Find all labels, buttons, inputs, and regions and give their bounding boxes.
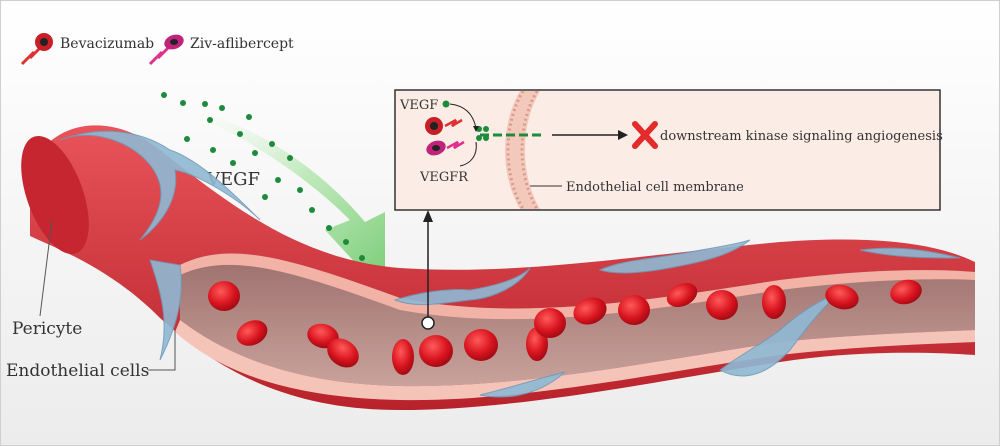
endothelial-pointer [148,330,176,371]
rbc [208,281,240,311]
membrane-inner [520,90,539,210]
inset-box [394,89,941,211]
vegfr-dot [483,135,489,141]
inset-vegfr-label: VEGFR [419,170,469,185]
membrane-outer [506,90,525,210]
rbc [762,285,786,319]
signal-arrowhead [618,130,628,140]
rbc [327,338,359,368]
rbc [573,297,607,325]
zoom-origin-marker [421,316,435,330]
rbc [464,329,498,361]
downstream-signaling-label: downstream kinase signaling angiogenesis [660,129,943,144]
vegf-flow-arrow [170,105,385,295]
vegf-binding-arrow [449,103,477,129]
vegf-binding-arrowhead [473,126,479,132]
bevacizumab-label: Bevacizumab [60,36,154,52]
vegfr-pointer [459,141,477,167]
endothelial-lining-top [180,253,975,320]
vessel-end-cap [21,135,89,255]
rbc [236,320,268,346]
rbc [419,335,453,367]
inset-vegf-label: VEGF [399,98,438,113]
pericyte-label: Pericyte [12,319,82,339]
vegfr-dot [483,126,489,132]
pericyte-pointer [39,219,53,317]
ziv-aflibercept-icon [148,34,184,66]
zoom-pointer-arrowhead [423,210,433,222]
endothelial-cells-label: Endothelial cells [6,361,149,381]
inset-ziv-aflibercept-icon [426,140,465,156]
bevacizumab-icon [20,33,53,66]
membrane-label: Endothelial cell membrane [566,180,744,195]
rbc [534,308,566,338]
rbc [392,339,414,375]
ziv-aflibercept-label: Ziv-aflibercept [190,36,294,52]
red-blood-cells [208,279,922,375]
rbc [666,282,698,308]
endothelial-lining-bottom [175,320,975,401]
inset-panel: VEGF VEGFR downstream kinase signaling a… [394,89,943,211]
inset-vegf-dot [442,100,450,108]
blocked-x-icon [632,121,658,149]
rbc [618,295,650,325]
rbc [825,284,859,310]
vegfr-dot [476,135,482,141]
rbc [706,290,738,320]
rbc [890,279,922,305]
inset-bevacizumab-icon [425,117,463,135]
